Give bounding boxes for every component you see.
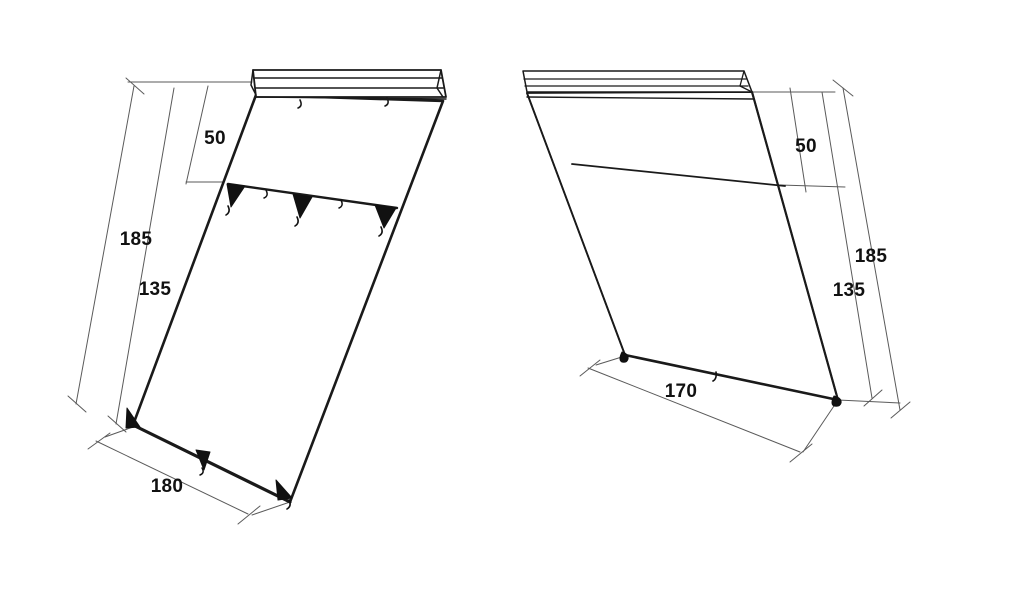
bottom-tab-mid xyxy=(195,449,211,471)
dim-tick-170-left xyxy=(579,359,601,377)
ground-peg-right-side xyxy=(831,395,842,407)
mid-loop-2 xyxy=(338,199,343,209)
witness-line-mid-right xyxy=(779,184,846,188)
top-hem-line-side xyxy=(526,96,754,100)
dim-line-135-right xyxy=(821,91,873,399)
mid-tab-1-cord xyxy=(225,205,230,216)
dim-line-185-right xyxy=(842,87,901,411)
dim-label-185-right: 185 xyxy=(855,246,888,267)
dim-line-50-left xyxy=(185,85,209,185)
ground-peg-left-side xyxy=(619,351,629,363)
dimension-lines-left xyxy=(67,77,291,525)
roll-bar-end-cap-right xyxy=(436,69,444,98)
dim-line-170 xyxy=(587,367,801,453)
mid-seam-line-side xyxy=(571,163,786,187)
dim-line-50-right xyxy=(789,87,807,193)
bottom-tab-mid-cord xyxy=(199,467,204,476)
dim-tick-170-right xyxy=(789,443,813,463)
dim-tick-180-left xyxy=(87,432,111,450)
roll-bar-body-side xyxy=(522,70,753,93)
right-edge-pole-side xyxy=(750,90,840,402)
dim-label-170: 170 xyxy=(665,381,698,402)
dim-label-185-left: 185 xyxy=(120,229,153,250)
roll-bar-end-cap-right-side xyxy=(739,70,753,93)
dim-tick-185-right-top xyxy=(832,79,854,97)
dim-line-135-left xyxy=(115,87,175,425)
dim-label-50-right: 50 xyxy=(795,136,817,157)
witness-leader-180-right xyxy=(251,501,291,516)
top-hem-line xyxy=(255,96,447,100)
dim-tick-135-right-bottom xyxy=(863,389,883,407)
left-edge-slope-side xyxy=(526,92,626,356)
dim-tick-180-right xyxy=(237,505,261,525)
dim-line-185-left xyxy=(75,85,135,405)
top-loop-2 xyxy=(384,97,389,107)
mid-tab-1 xyxy=(226,183,246,208)
figure-perspective-view: 185 135 50 180 xyxy=(67,69,447,525)
canopy-body-side-view xyxy=(522,70,842,407)
ground-loop-side xyxy=(712,371,717,382)
dim-label-135-left: 135 xyxy=(139,279,172,300)
dim-tick-185-right-bottom xyxy=(890,401,911,419)
ground-line-side xyxy=(623,353,840,402)
mid-tab-2 xyxy=(292,193,313,219)
top-loop-1 xyxy=(297,99,302,109)
roll-bar-body xyxy=(252,69,447,98)
dimension-lines-right xyxy=(579,79,911,463)
mid-seam-line xyxy=(226,182,399,210)
dim-tick-185-bottom xyxy=(67,395,87,413)
dim-tick-135-bottom xyxy=(107,415,127,433)
dim-label-180: 180 xyxy=(151,476,184,497)
dim-tick-185-top xyxy=(125,77,145,95)
dim-line-180 xyxy=(95,440,249,515)
figure-side-view: 50 185 135 170 xyxy=(522,70,911,463)
dim-label-50-left: 50 xyxy=(204,128,226,149)
bottom-tab-right-cord xyxy=(286,499,291,510)
mid-tab-3-cord xyxy=(378,226,383,237)
roll-bar-end-cap-left xyxy=(250,69,257,96)
bottom-ground-edge xyxy=(131,423,292,504)
witness-leader-170-right xyxy=(802,399,839,453)
bottom-tab-left xyxy=(125,407,141,429)
mid-tab-3 xyxy=(374,204,397,229)
dim-label-135-right: 135 xyxy=(833,280,866,301)
mid-tab-2-cord xyxy=(294,216,299,227)
bottom-tab-right xyxy=(275,479,293,501)
mid-loop-1 xyxy=(263,189,268,199)
witness-leader-180-left xyxy=(104,426,134,438)
canopy-body-perspective xyxy=(125,69,447,510)
